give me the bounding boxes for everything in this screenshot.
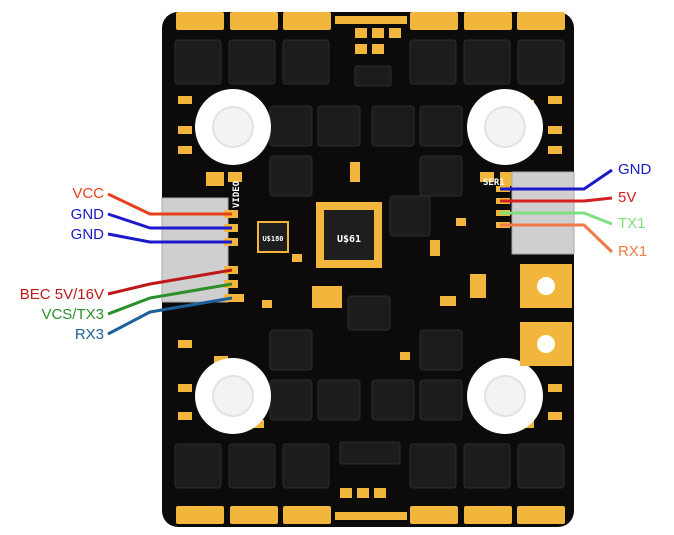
left-pin-label: GND	[71, 226, 105, 243]
right-wire	[500, 223, 614, 254]
left-wire	[107, 296, 233, 336]
right-pin-label: 5V	[618, 189, 636, 206]
left-pin-label: RX3	[75, 326, 104, 343]
esc-board: U$61 U$180 VIDEO SER1	[161, 12, 575, 527]
mcu-chip: U$61	[316, 202, 382, 268]
left-pin-label: VCC	[72, 185, 104, 202]
right-pin-label: TX1	[618, 215, 646, 232]
mosfet-array	[174, 39, 565, 489]
mcu-label: U$61	[337, 234, 361, 245]
bottom-edge-pads	[176, 506, 565, 524]
left-pin-labels: VCC GND GND BEC 5V/16V VCS/TX3 RX3	[20, 185, 104, 343]
right-pin-label: RX1	[618, 243, 647, 260]
left-wire	[107, 232, 232, 244]
right-pin-labels: GND 5V TX1 RX1	[618, 161, 652, 260]
aux-chip-label: U$180	[262, 235, 283, 243]
left-wire	[107, 282, 233, 316]
aux-chip: U$180	[257, 221, 289, 253]
right-wire	[500, 196, 613, 203]
left-pin-label: GND	[71, 206, 105, 223]
right-wire-group	[500, 168, 614, 254]
right-wire	[500, 168, 613, 191]
top-edge-pads	[176, 12, 565, 30]
right-wire	[500, 211, 613, 226]
left-pin-label: BEC 5V/16V	[20, 286, 104, 303]
left-pin-label: VCS/TX3	[41, 306, 104, 323]
left-wire-group	[107, 192, 233, 336]
right-pin-label: GND	[618, 161, 652, 178]
silk-video: VIDEO	[232, 180, 242, 208]
silk-ser1: SER1	[483, 178, 505, 188]
left-wire	[107, 268, 233, 296]
mounting-holes	[195, 89, 543, 434]
left-wire	[107, 192, 232, 216]
right-power-pads	[520, 264, 572, 366]
left-wire	[107, 212, 232, 230]
